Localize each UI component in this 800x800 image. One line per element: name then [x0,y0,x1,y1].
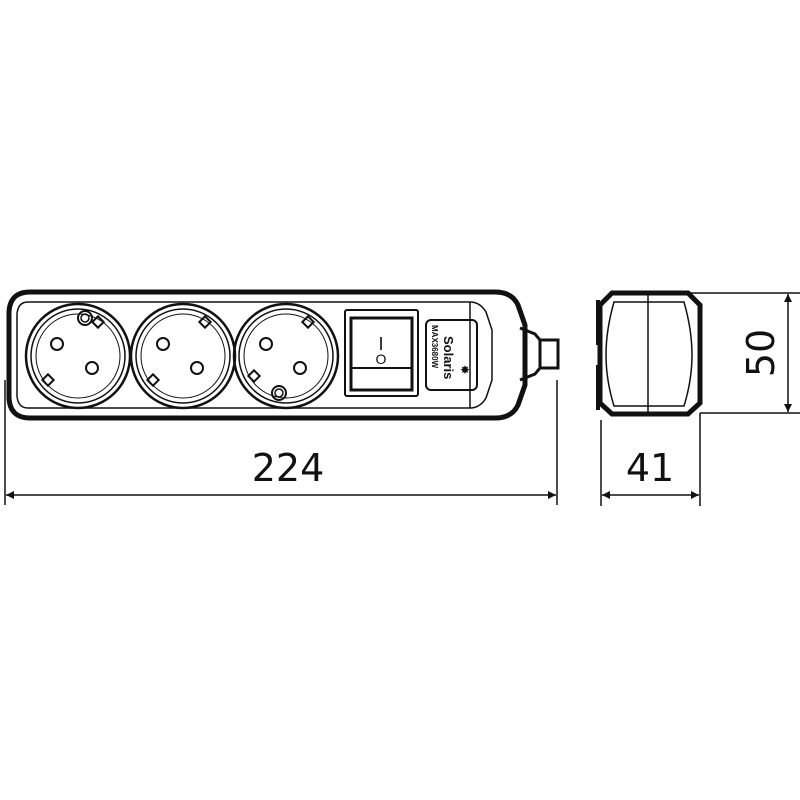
height-dimension-label: 50 [739,329,783,377]
power-strip-top-view [6,289,528,421]
power-strip-side-view [596,290,703,417]
label-rating-text: MAX3680W [430,325,439,369]
length-dimension-label: 224 [252,446,325,490]
cable-plug [519,326,560,382]
switch-on-symbol: I [378,334,383,354]
width-dimension [600,413,701,506]
width-dimension-label: 41 [626,446,674,490]
socket-3 [232,302,340,410]
strip-body-outline [6,289,528,421]
label-brand-text: Solaris [441,336,456,379]
power-switch [344,309,419,397]
switch-off-symbol: O [376,351,387,367]
height-dimension [690,292,800,414]
socket-1 [24,302,132,410]
brand-star-icon: ✸ [460,363,470,377]
socket-2 [129,302,237,410]
rating-label: MAX3680W Solaris ✸ [425,319,478,391]
length-dimension [4,380,558,505]
